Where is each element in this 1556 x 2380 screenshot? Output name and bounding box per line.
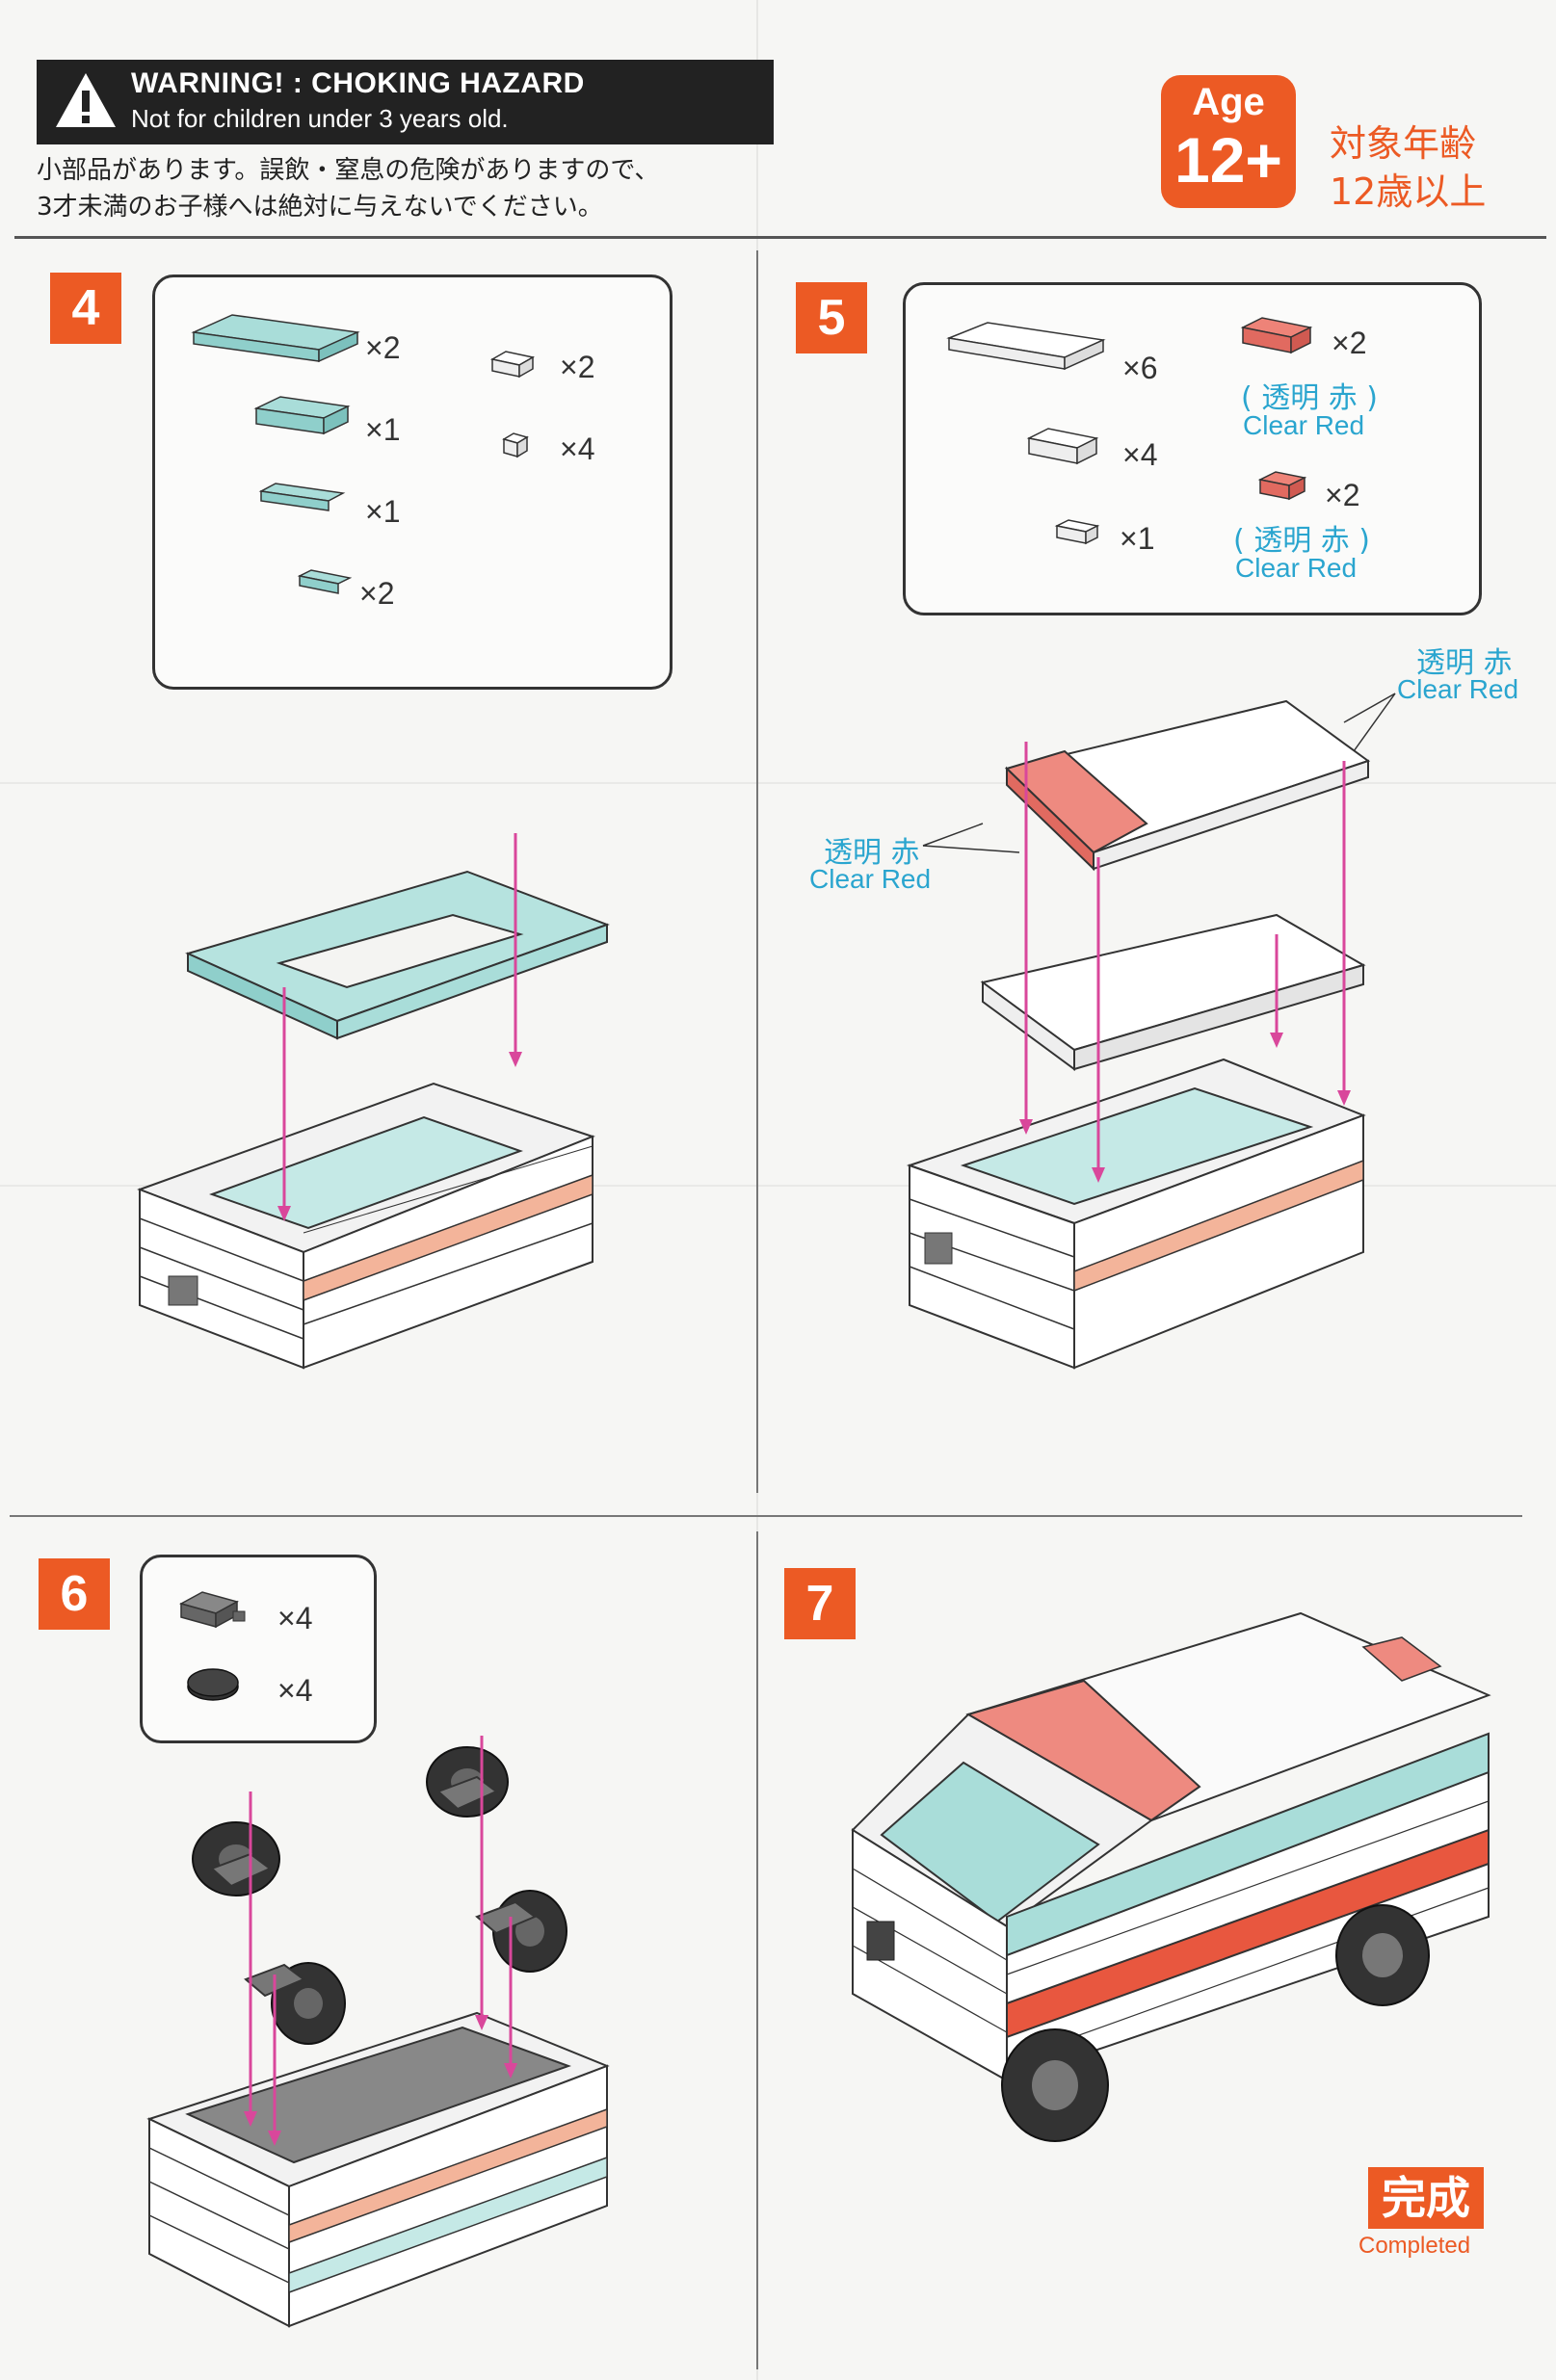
clear-red-en-label: Clear Red [1243,410,1365,440]
teal-brick-2x4-icon [253,396,351,435]
choking-warning-banner: WARNING! : CHOKING HAZARD Not for childr… [37,60,774,144]
part-qty: ×2 [1325,478,1360,512]
clear-red-jp-label: ( 透明 赤 ) [1233,524,1371,558]
step-4-parts-box: ×2 ×1 ×1 ×2 ×2 ×4 [152,275,673,690]
fold-line [0,782,1556,784]
header-divider [14,236,1546,239]
step-7-completed-ambulance [851,1611,1491,2142]
clear-red-jp-label: ( 透明 赤 ) [1241,381,1379,415]
part-qty: ×4 [560,432,595,466]
age-label: Age [1192,81,1265,123]
gray-wheel-holder-icon [179,1591,246,1629]
completed-label: Completed [1358,2233,1471,2259]
white-brick-1x1-icon [502,432,529,458]
part-qty: ×2 [560,350,595,384]
step-7-number: 7 [784,1568,856,1639]
step-5-parts-box: ×6 ×4 ×1 ×2 ( 透明 赤 ) Clear Red ×2 ( 透明 赤… [903,282,1482,615]
step-4-number: 4 [50,273,121,344]
warning-jp-line2: 3才未満のお子様へは絶対に与えないでください。 [37,193,603,222]
warning-triangle-icon [56,73,116,127]
part-qty: ×1 [1120,521,1155,556]
part-qty: ×6 [1122,351,1158,385]
part-qty: ×4 [1122,437,1158,472]
age-value: 12+ [1174,124,1282,196]
black-tire-icon [187,1668,239,1701]
part-qty: ×2 [1332,326,1367,360]
age-jp-value: 12歳以上 [1330,170,1487,213]
fold-line [0,1185,1556,1187]
part-qty: ×1 [365,494,401,529]
white-brick-1x2-icon [1054,519,1100,545]
age-badge: Age 12+ [1161,75,1296,208]
clear-red-callout-jp: 透明 赤 [824,836,920,870]
red-brick-2x3-icon [1240,317,1313,354]
row-divider [10,1515,1522,1517]
warning-jp-line1: 小部品があります。誤飲・窒息の危険がありますので、 [37,156,660,185]
warning-title: WARNING! : CHOKING HAZARD [131,67,585,99]
part-qty: ×2 [365,330,401,365]
column-divider [756,250,758,1493]
completed-badge: 完成 [1368,2167,1484,2229]
part-qty: ×4 [277,1673,313,1708]
age-jp-label: 対象年齢 [1330,122,1477,165]
white-brick-2x3-icon [1026,428,1099,465]
clear-red-callout-en: Clear Red [1397,674,1519,704]
clear-red-callout-en: Clear Red [809,864,932,894]
step-5-assembly-diagram [906,693,1396,1370]
teal-plate-1x6-icon [258,483,346,511]
step-4-assembly-diagram [137,833,610,1370]
step-6-assembly-diagram [146,1736,610,2328]
teal-plate-1x4-icon [297,569,353,594]
teal-plate-2x6-icon [191,314,360,363]
column-divider [756,1531,758,2369]
part-qty: ×2 [359,576,395,611]
part-qty: ×4 [277,1601,313,1635]
step-6-number: 6 [39,1558,110,1630]
white-plate-2x6-icon [946,322,1106,371]
white-brick-2x2-icon [489,351,536,379]
step-5-number: 5 [796,282,867,353]
red-brick-2x2-icon [1257,471,1307,501]
step-6-parts-box: ×4 ×4 [140,1555,377,1743]
clear-red-en-label: Clear Red [1235,553,1358,583]
warning-subtitle: Not for children under 3 years old. [131,104,509,133]
part-qty: ×1 [365,412,401,447]
clear-red-callout-jp: 透明 赤 [1416,646,1513,680]
